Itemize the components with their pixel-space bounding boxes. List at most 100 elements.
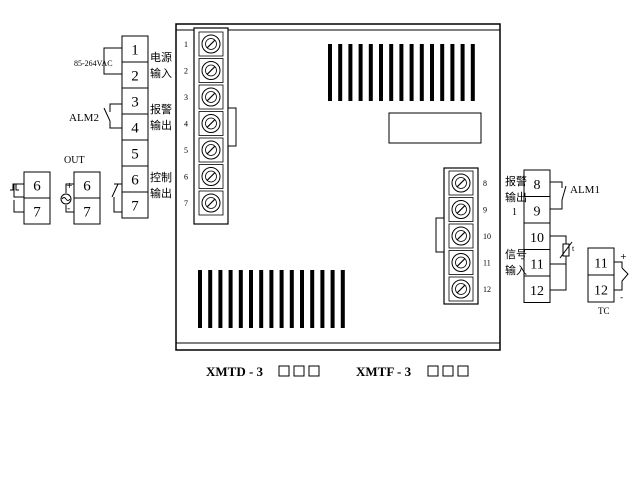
model-xmtd-box-1 <box>278 365 290 377</box>
left-screw-slot-6 <box>206 172 216 181</box>
left-pin-5: 5 <box>184 146 188 155</box>
analog-block-terminal-7: 7 <box>83 205 91 221</box>
vent-slot <box>279 270 284 328</box>
analog-plus-label: + <box>66 181 73 190</box>
left-screw-slot-1 <box>206 39 216 49</box>
left-block-cell-3 <box>121 87 149 115</box>
pulse-block-terminal-7: 7 <box>33 205 41 221</box>
right-block-terminal-11: 11 <box>530 258 543 273</box>
right-block-terminal-8: 8 <box>534 178 541 193</box>
left-block-terminal-2: 2 <box>131 69 139 85</box>
pulse-output-block: 67 <box>23 171 51 225</box>
left-block-terminal-4: 4 <box>131 121 139 137</box>
left-pin-7: 7 <box>184 199 188 208</box>
vent-slot <box>399 44 404 101</box>
right-block-terminal-12: 12 <box>530 284 544 299</box>
left-pin-2: 2 <box>184 67 188 76</box>
left-block-terminal-7: 7 <box>131 199 139 215</box>
alarm-output-label-2: 输出 <box>150 118 172 132</box>
vent-slot <box>238 270 243 328</box>
right-block-terminal-10: 10 <box>530 231 544 246</box>
left-screw-inner-7 <box>205 197 217 209</box>
tc-block-terminal-12: 12 <box>594 283 608 298</box>
analog-block-terminal-6: 6 <box>83 179 91 195</box>
left-screw-inner-6 <box>205 170 217 183</box>
right-block-cell-9 <box>523 196 551 224</box>
left-screw-slot-3 <box>206 92 216 102</box>
out-label: OUT <box>64 155 85 166</box>
analog-output-block: 67 <box>73 171 101 225</box>
left-block-terminal-1: 1 <box>131 43 139 59</box>
analog-block-cell-6 <box>73 171 101 199</box>
right-screw-slot-10 <box>456 231 466 241</box>
vent-slot <box>208 270 213 328</box>
vent-slot <box>338 44 343 101</box>
vent-slot <box>440 44 445 101</box>
pulse-block-terminal-6: 6 <box>33 179 41 195</box>
vent-slot <box>330 270 335 328</box>
right-screw-slot-9 <box>456 205 466 214</box>
tc-minus-label: - <box>620 293 623 303</box>
left-pin-1: 1 <box>184 40 188 49</box>
tc-sensor-icon <box>614 261 629 291</box>
right-screw-slot-8 <box>456 178 466 188</box>
left-screw-inner-3 <box>205 91 217 103</box>
analog-wire <box>65 183 74 213</box>
vent-slot <box>269 270 274 328</box>
right-pin-11: 11 <box>483 259 491 268</box>
alm2-relay-contact <box>103 103 122 129</box>
output-type-blocks: OUT 67 67 + - <box>10 155 101 225</box>
vent-slots-top <box>328 44 475 101</box>
tc-block-terminal-11: 11 <box>594 256 607 271</box>
voltage-label: 85-264VAC <box>74 59 113 68</box>
vent-slot <box>310 270 315 328</box>
display-window <box>388 112 482 144</box>
alm1-relay-contact <box>550 181 567 210</box>
right-pin-10: 10 <box>483 232 491 241</box>
vent-slot <box>328 44 332 101</box>
model-xmtf-box-3 <box>457 365 469 377</box>
power-input-label-2: 输入 <box>150 66 172 80</box>
analog-block-cell-7 <box>73 197 101 225</box>
right-pin-9: 9 <box>483 206 487 215</box>
model-xmtd-box-2 <box>293 365 305 377</box>
alarm1-label-2: 输出 <box>505 190 527 204</box>
vent-slot <box>249 270 253 328</box>
model-xmtd-box-3 <box>308 365 320 377</box>
vent-slot <box>389 44 394 101</box>
right-screw-inner-9 <box>455 203 467 216</box>
vent-slot <box>358 44 363 101</box>
left-block-terminal-5: 5 <box>131 147 139 163</box>
model-xmtd: XMTD - 3 <box>206 364 264 379</box>
tc-block-cell-11 <box>587 247 615 276</box>
left-block-terminal-6: 6 <box>131 173 139 189</box>
right-block-terminal-9: 9 <box>534 205 541 220</box>
vent-slot <box>379 44 383 101</box>
rtd-wire <box>550 235 567 291</box>
power-input-label-1: 电源 <box>150 50 172 64</box>
left-pin-6: 6 <box>184 173 188 182</box>
vent-slot <box>368 44 373 101</box>
left-block-terminal-3: 3 <box>131 95 139 111</box>
right-screw-inner-12 <box>455 283 467 295</box>
rtd-t-label: t <box>572 244 575 253</box>
vent-slot <box>348 44 353 101</box>
model-xmtf: XMTF - 3 <box>356 364 412 379</box>
left-pin-3: 3 <box>184 93 188 102</box>
vent-slot <box>460 44 465 101</box>
control-relay-contact <box>111 183 122 213</box>
alm2-label: ALM2 <box>69 112 99 124</box>
vent-slot <box>320 270 325 328</box>
left-screw-inner-1 <box>205 38 217 50</box>
pulse-wire <box>13 183 24 213</box>
tc-block-cell-12 <box>587 274 615 303</box>
vent-slot <box>450 44 455 101</box>
left-screw-slot-7 <box>206 198 216 208</box>
vent-slot <box>409 44 414 101</box>
vent-slot <box>430 44 434 101</box>
